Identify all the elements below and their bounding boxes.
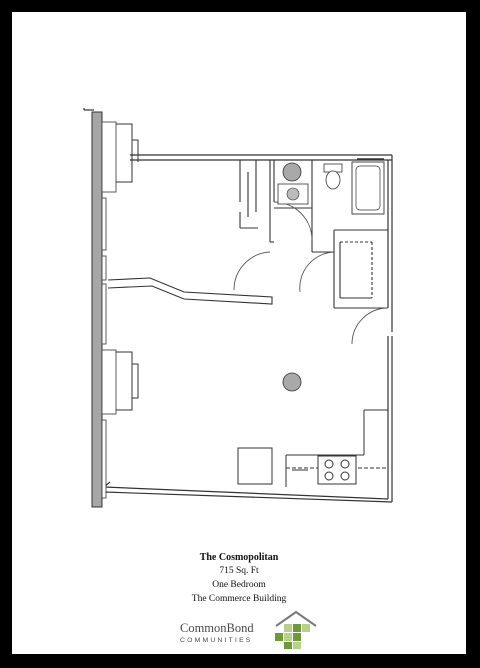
logo-subtitle: COMMUNITIES: [180, 637, 253, 644]
wall-bottom: [103, 486, 389, 500]
refrigerator: [237, 447, 273, 485]
logo-name: CommonBond: [180, 621, 254, 635]
burner: [340, 459, 350, 469]
commonbond-logo: CommonBond COMMUNITIES: [172, 608, 322, 654]
window-wall: [91, 111, 103, 508]
bay-edge: [132, 139, 139, 162]
bay-bottom: [116, 351, 133, 411]
logo-house-icon: [275, 610, 317, 649]
window: [101, 419, 107, 499]
plan-unit-type: One Bedroom: [212, 580, 266, 590]
window-bay: [101, 121, 117, 193]
sink-bowl: [286, 187, 300, 201]
plan-building: The Commerce Building: [191, 594, 287, 604]
bathtub-inner: [355, 165, 381, 211]
kitchen: [237, 409, 388, 487]
door-swing: [299, 251, 335, 293]
window-bay: [101, 349, 117, 415]
wall-bottom-outer: [103, 491, 393, 503]
range: [317, 455, 357, 485]
burner: [324, 459, 334, 469]
floor-plan: [83, 108, 393, 508]
bay-edge: [132, 363, 139, 399]
window: [101, 283, 107, 345]
floor-plan-sheet: The Cosmopolitan 715 Sq. Ft One Bedroom …: [12, 12, 466, 654]
fixture-circle: [282, 162, 302, 182]
door-swing: [233, 251, 271, 291]
ceiling-light: [282, 372, 302, 392]
toilet-bowl: [325, 170, 341, 190]
window: [101, 255, 107, 281]
plan-size: 715 Sq. Ft: [219, 566, 259, 576]
burner: [324, 471, 334, 481]
door-swing: [351, 307, 389, 345]
interior-partition: [107, 277, 273, 305]
window: [101, 197, 107, 251]
burner: [340, 471, 350, 481]
bay-top: [116, 123, 133, 183]
window-column: [91, 111, 139, 508]
plan-title: The Cosmopolitan: [199, 552, 279, 563]
bathroom-fixtures: [277, 158, 385, 215]
